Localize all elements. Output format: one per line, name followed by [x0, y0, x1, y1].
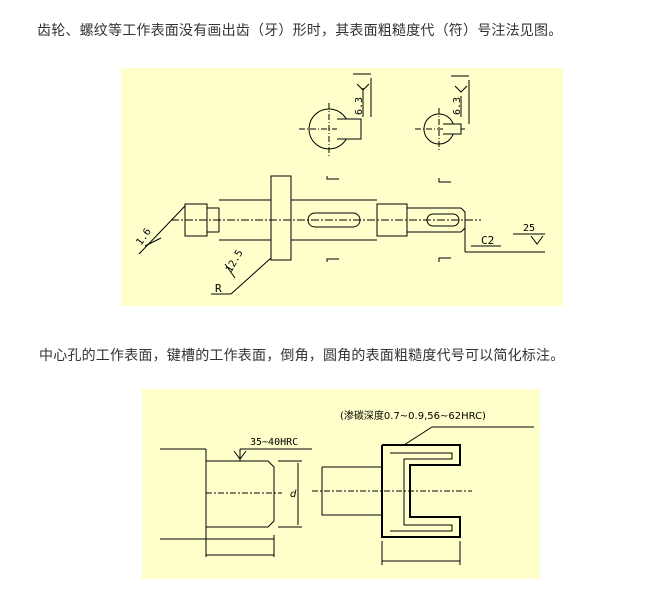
roughness-12-5: 12.5 [224, 248, 246, 274]
roughness-6-3-left: 6.3 [354, 97, 365, 115]
right-fork-part [312, 426, 534, 565]
paragraph-gear-thread: 齿轮、螺纹等工作表面没有画出齿（牙）形时，其表面粗糙度代（符）号注法见图。 [37, 23, 563, 39]
fillet-r-label: R [215, 282, 222, 295]
chamfer-c2-label: C2 [481, 234, 494, 247]
shaft-drawing-svg: 6.3 6.3 1.6 12.5 R C2 25 [134, 73, 545, 295]
section-view-left [299, 73, 372, 156]
diameter-d-label: d [290, 489, 297, 500]
roughness-6-3-right: 6.3 [452, 97, 463, 115]
hardness-label: 35~40HRC [250, 437, 298, 448]
figure-shaft-drawing: 6.3 6.3 1.6 12.5 R C2 25 [121, 68, 563, 306]
section-view-right [415, 75, 470, 150]
carburizing-label: (渗碳深度0.7~0.9,56~62HRC) [340, 409, 486, 422]
paragraph-center-hole: 中心孔的工作表面，键槽的工作表面，倒角，圆角的表面粗糙度代号可以简化标注。 [39, 348, 565, 364]
shaft-main-view [138, 175, 545, 295]
hardness-drawing-svg: 35~40HRC d (渗碳深度0.7~0.9,56~62HRC) [160, 409, 534, 565]
left-shaft-part [160, 448, 312, 557]
roughness-1-6: 1.6 [134, 227, 153, 248]
roughness-25: 25 [523, 223, 535, 234]
figure-hardness-drawing: 35~40HRC d (渗碳深度0.7~0.9,56~62HRC) [142, 389, 540, 579]
